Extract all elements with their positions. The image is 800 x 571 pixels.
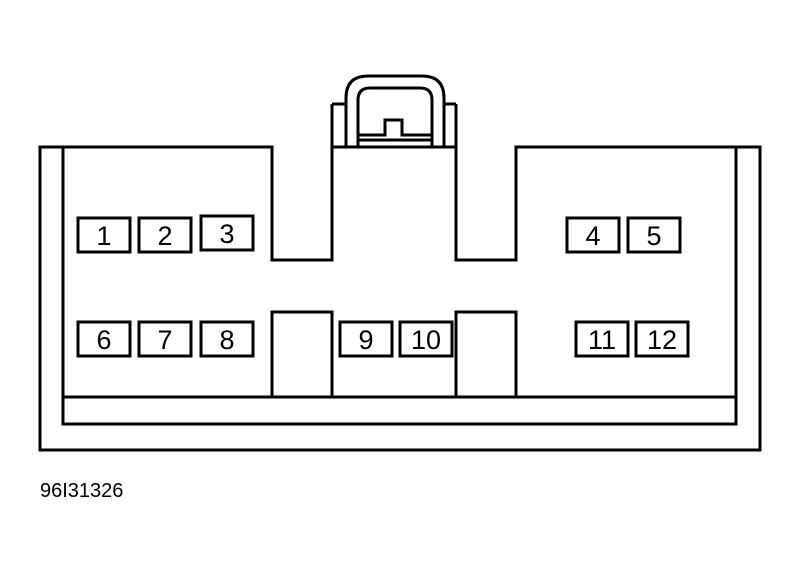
cavity-divider	[270, 310, 518, 397]
pin-box	[574, 320, 630, 358]
pin-box	[199, 320, 255, 358]
pin-4: 4	[565, 216, 621, 254]
pin-label: 4	[585, 221, 600, 251]
pin-box	[199, 214, 255, 252]
pin-3: 3	[199, 214, 255, 252]
pin-10: 10	[398, 320, 454, 358]
pin-11: 11	[574, 320, 630, 358]
reference-code: 96I31326	[40, 480, 123, 502]
pin-label: 9	[358, 325, 373, 355]
pin-5: 5	[626, 216, 682, 254]
pin-label: 3	[219, 219, 234, 249]
pin-box	[634, 320, 690, 358]
housing-inner-wall	[61, 147, 738, 426]
pin-box	[137, 216, 193, 254]
pin-9: 9	[338, 320, 394, 358]
locking-tab	[330, 74, 458, 147]
locking-tab-latch	[358, 118, 432, 142]
pin-box	[565, 216, 621, 254]
pin-6: 6	[76, 320, 132, 358]
pin-7: 7	[137, 320, 193, 358]
pin-label: 12	[647, 325, 677, 355]
housing-outline	[38, 145, 762, 452]
locking-tab-outer	[344, 74, 446, 147]
connector-body	[38, 145, 762, 452]
pin-box	[626, 216, 682, 254]
locking-tab-inner	[356, 86, 434, 147]
pin-8: 8	[199, 320, 255, 358]
pin-label: 11	[588, 325, 616, 355]
pin-box	[76, 320, 132, 358]
pin-label: 7	[157, 325, 172, 355]
pin-1: 1	[76, 216, 132, 254]
pin-12: 12	[634, 320, 690, 358]
pin-2: 2	[137, 216, 193, 254]
pin-label: 5	[646, 221, 661, 251]
pin-box	[137, 320, 193, 358]
pin-label: 1	[96, 221, 111, 251]
pin-label: 10	[411, 325, 441, 355]
pin-label: 8	[219, 325, 234, 355]
pin-box	[76, 216, 132, 254]
pin-box	[398, 320, 454, 358]
pin-label: 6	[96, 325, 111, 355]
pin-box	[338, 320, 394, 358]
pin-label: 2	[157, 221, 172, 251]
